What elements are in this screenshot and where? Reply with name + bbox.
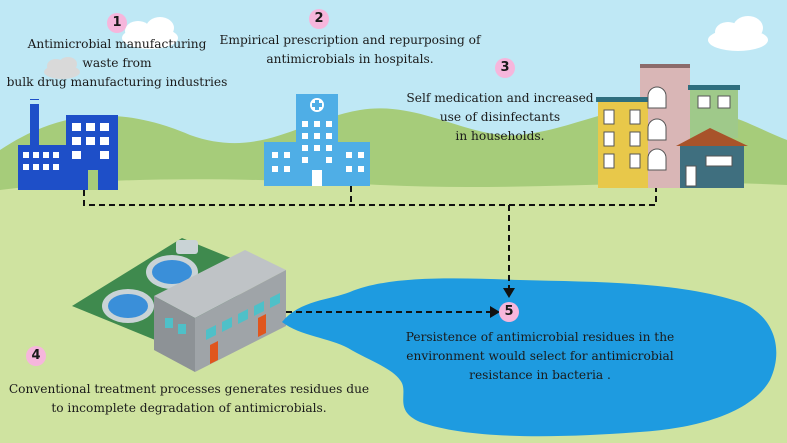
cloud-icon — [122, 17, 178, 49]
step-5-text: Persistence of antimicrobial residues in… — [405, 330, 675, 382]
houses-icon — [596, 64, 748, 188]
treatment-plant-icon — [72, 238, 286, 372]
step-1-badge: 1 — [107, 13, 127, 33]
step-2-text: Empirical prescription and repurposing o… — [219, 33, 481, 66]
arrowheads — [490, 288, 515, 318]
hospital-icon — [264, 94, 370, 186]
step-3-badge: 3 — [495, 58, 515, 78]
step-5-badge: 5 — [499, 302, 519, 322]
step-3-text: Self medication and increased use of dis… — [406, 91, 594, 143]
lake-icon — [282, 278, 777, 437]
cloud-icon — [708, 16, 768, 51]
connector-lines — [83, 186, 657, 313]
factory-icon — [18, 99, 118, 190]
smoke-cloud-icon — [44, 57, 80, 79]
step-4-badge: 4 — [26, 346, 46, 366]
step-2-badge: 2 — [309, 9, 329, 29]
step-4-text: Conventional treatment processes generat… — [8, 382, 370, 415]
step-1-text: Antimicrobial manufacturing waste from b… — [6, 37, 228, 89]
